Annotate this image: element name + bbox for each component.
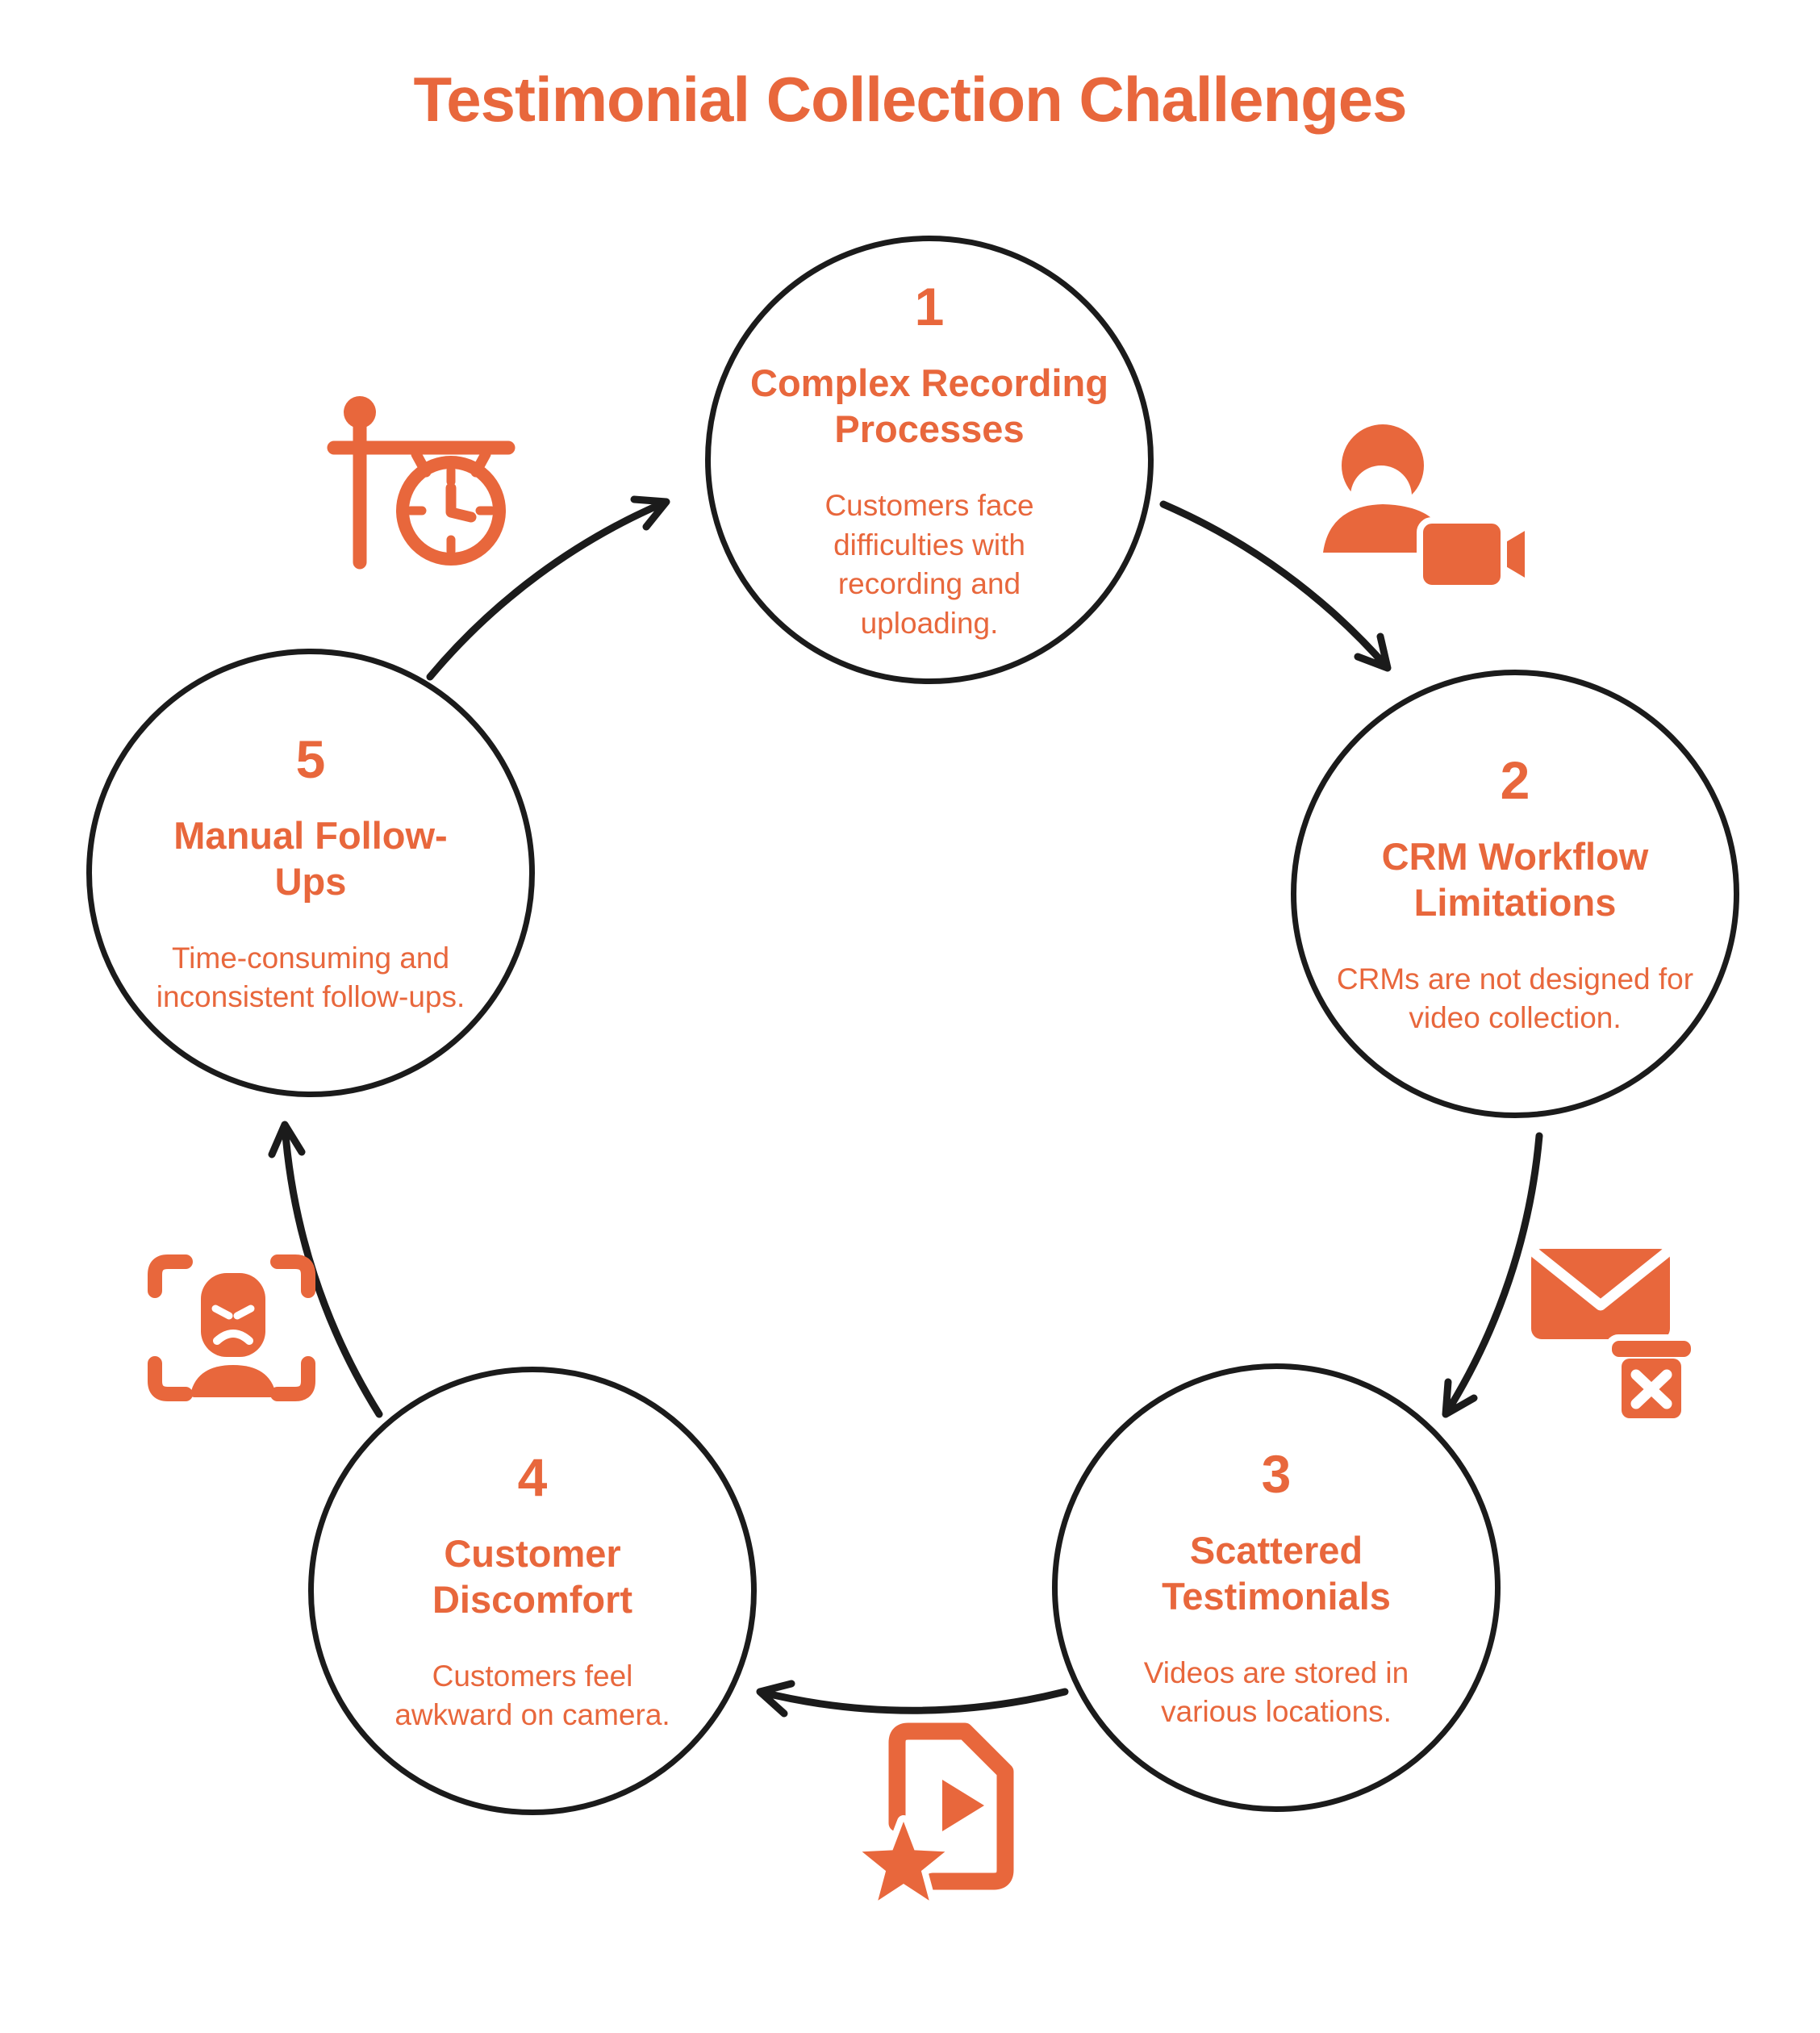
arrow-step5-to-step1	[426, 495, 670, 681]
user-video-camera-icon	[1323, 424, 1531, 591]
step-title: Customer Discomfort	[432, 1531, 633, 1622]
step-circle-4: 4 Customer Discomfort Customers feel awk…	[308, 1367, 757, 1815]
mail-delete-icon	[1530, 1248, 1694, 1425]
face-scan-discomfort-icon	[148, 1254, 315, 1401]
step-description: Customers feel awkward on camera.	[394, 1659, 670, 1732]
arrow-step1-to-step2	[1159, 500, 1392, 672]
step-title: Scattered Testimonials	[1162, 1528, 1391, 1618]
step-description: Videos are stored in various locations.	[1143, 1655, 1409, 1729]
step-number: 1	[914, 277, 945, 337]
step-description: Time-consuming and inconsistent follow-u…	[156, 941, 465, 1014]
step-title: CRM Workflow Limitations	[1381, 834, 1649, 925]
step-circle-2: 2 CRM Workflow Limitations CRMs are not …	[1291, 670, 1739, 1118]
video-file-star-icon	[855, 1722, 1014, 1907]
step-number: 5	[295, 728, 326, 789]
step-circle-5: 5 Manual Follow-Ups Time-consuming and i…	[86, 649, 535, 1097]
step-number: 2	[1500, 749, 1530, 810]
arrow-step2-to-step3	[1442, 1132, 1543, 1418]
step-number: 3	[1261, 1443, 1292, 1504]
step-number: 4	[517, 1446, 548, 1507]
arrow-step3-to-step4	[756, 1680, 1069, 1718]
hanging-clock-icon	[327, 396, 516, 570]
step-description: Customers face difficulties with recordi…	[824, 488, 1034, 641]
step-circle-1: 1 Complex Recording Processes Customers …	[705, 236, 1154, 684]
page-title: Testimonial Collection Challenges	[413, 64, 1407, 135]
step-title: Complex Recording Processes	[750, 361, 1108, 451]
step-description: CRMs are not designed for video collecti…	[1336, 962, 1694, 1035]
step-circle-3: 3 Scattered Testimonials Videos are stor…	[1052, 1363, 1501, 1812]
step-title: Manual Follow-Ups	[173, 813, 448, 904]
